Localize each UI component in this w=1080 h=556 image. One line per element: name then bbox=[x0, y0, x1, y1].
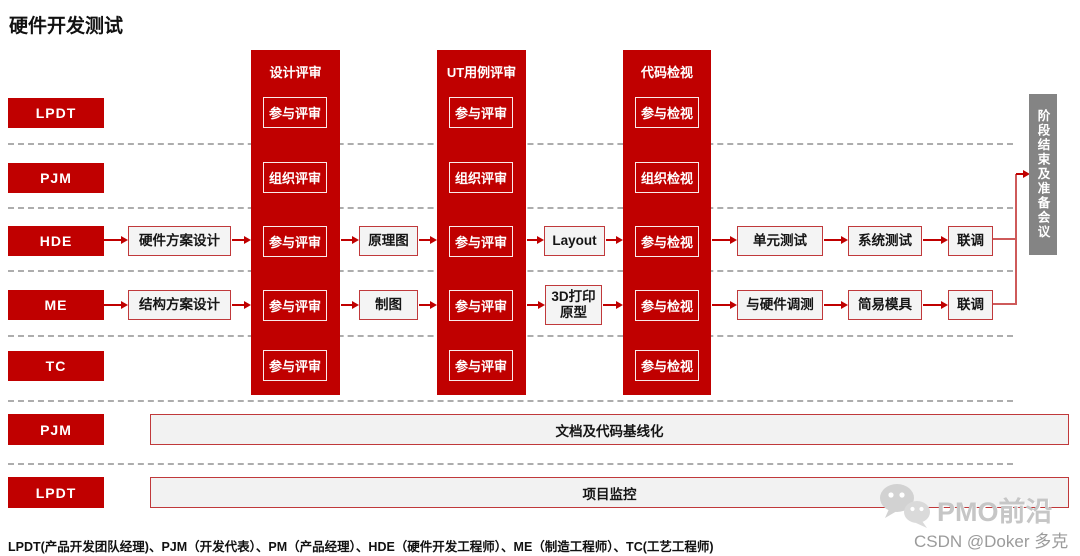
flow-arrow bbox=[923, 236, 948, 244]
role-box-pjm-top: PJM bbox=[8, 163, 104, 193]
watermark-brand: PMO前沿 bbox=[937, 497, 1053, 527]
flow-step-unit-test: 单元测试 bbox=[737, 226, 823, 256]
role-box-lpdt-bottom: LPDT bbox=[8, 477, 104, 508]
lane-divider bbox=[8, 463, 1013, 465]
flow-step-simple-mold: 简易模具 bbox=[848, 290, 922, 320]
review-cell: 参与评审 bbox=[263, 350, 327, 381]
flow-step-layout: Layout bbox=[544, 226, 605, 256]
review-cell: 参与评审 bbox=[449, 290, 513, 321]
flow-arrow bbox=[419, 236, 437, 244]
connector-line bbox=[1015, 174, 1017, 305]
review-column-title: UT用例评审 bbox=[446, 65, 517, 80]
watermark-credit: CSDN @Doker 多克 bbox=[914, 532, 1069, 551]
flow-step-schematic: 原理图 bbox=[359, 226, 418, 256]
role-legend: LPDT(产品开发团队经理)、PJM（开发代表）、PM（产品经理）、HDE（硬件… bbox=[8, 540, 714, 554]
review-cell: 参与检视 bbox=[635, 290, 699, 321]
review-cell: 参与评审 bbox=[263, 226, 327, 257]
flow-arrow bbox=[527, 236, 544, 244]
flow-arrow bbox=[606, 236, 623, 244]
flow-arrow bbox=[603, 301, 623, 309]
review-cell: 参与评审 bbox=[449, 226, 513, 257]
stage-gate-arrow bbox=[1016, 170, 1030, 178]
review-cell: 组织评审 bbox=[449, 162, 513, 193]
flow-step-debug-with-hardware: 与硬件调测 bbox=[737, 290, 823, 320]
flow-arrow bbox=[712, 236, 737, 244]
role-box-me: ME bbox=[8, 290, 104, 320]
review-column-code-inspection: 代码检视 参与检视 组织检视 参与检视 参与检视 参与检视 bbox=[623, 50, 711, 395]
flow-arrow bbox=[923, 301, 948, 309]
review-cell: 参与评审 bbox=[449, 97, 513, 128]
connector-line bbox=[993, 303, 1016, 305]
role-box-tc: TC bbox=[8, 351, 104, 381]
flow-arrow bbox=[341, 301, 359, 309]
flow-arrow bbox=[527, 301, 545, 309]
flow-step-3d-print-prototype: 3D打印原型 bbox=[545, 285, 602, 325]
flow-step-system-test: 系统测试 bbox=[848, 226, 922, 256]
review-column-title: 代码检视 bbox=[640, 65, 693, 80]
review-cell: 参与检视 bbox=[635, 97, 699, 128]
flow-step-hardware-scheme-design: 硬件方案设计 bbox=[128, 226, 231, 256]
flow-arrow bbox=[824, 301, 848, 309]
review-column-title: 设计评审 bbox=[269, 65, 322, 80]
flow-arrow bbox=[232, 236, 251, 244]
flow-arrow bbox=[232, 301, 251, 309]
review-cell: 组织检视 bbox=[635, 162, 699, 193]
flow-step-joint-debug-me: 联调 bbox=[948, 290, 993, 320]
lane-divider bbox=[8, 400, 1013, 402]
flow-arrow bbox=[104, 301, 128, 309]
flow-arrow bbox=[104, 236, 128, 244]
review-column-design: 设计评审 参与评审 组织评审 参与评审 参与评审 参与评审 bbox=[251, 50, 340, 395]
pjm-baseline-bar: 文档及代码基线化 bbox=[150, 414, 1069, 445]
review-cell: 参与评审 bbox=[263, 97, 327, 128]
flow-arrow bbox=[419, 301, 437, 309]
review-column-ut-case: UT用例评审 参与评审 组织评审 参与评审 参与评审 参与评审 bbox=[437, 50, 526, 395]
flow-step-structure-scheme-design: 结构方案设计 bbox=[128, 290, 231, 320]
role-box-pjm-bottom: PJM bbox=[8, 414, 104, 445]
flow-arrow bbox=[341, 236, 359, 244]
review-cell: 参与评审 bbox=[263, 290, 327, 321]
role-box-hde: HDE bbox=[8, 226, 104, 256]
page-title: 硬件开发测试 bbox=[9, 16, 124, 37]
stage-gate-box: 阶段结束及准备会议 bbox=[1029, 94, 1057, 255]
review-cell: 参与评审 bbox=[449, 350, 513, 381]
role-box-lpdt-top: LPDT bbox=[8, 98, 104, 128]
review-cell: 组织评审 bbox=[263, 162, 327, 193]
connector-line bbox=[993, 238, 1016, 240]
wechat-icon bbox=[876, 481, 936, 531]
flow-arrow bbox=[824, 236, 848, 244]
flow-arrow bbox=[712, 301, 737, 309]
review-cell: 参与检视 bbox=[635, 226, 699, 257]
flow-step-joint-debug-hde: 联调 bbox=[948, 226, 993, 256]
flow-step-drafting: 制图 bbox=[359, 290, 418, 320]
review-cell: 参与检视 bbox=[635, 350, 699, 381]
